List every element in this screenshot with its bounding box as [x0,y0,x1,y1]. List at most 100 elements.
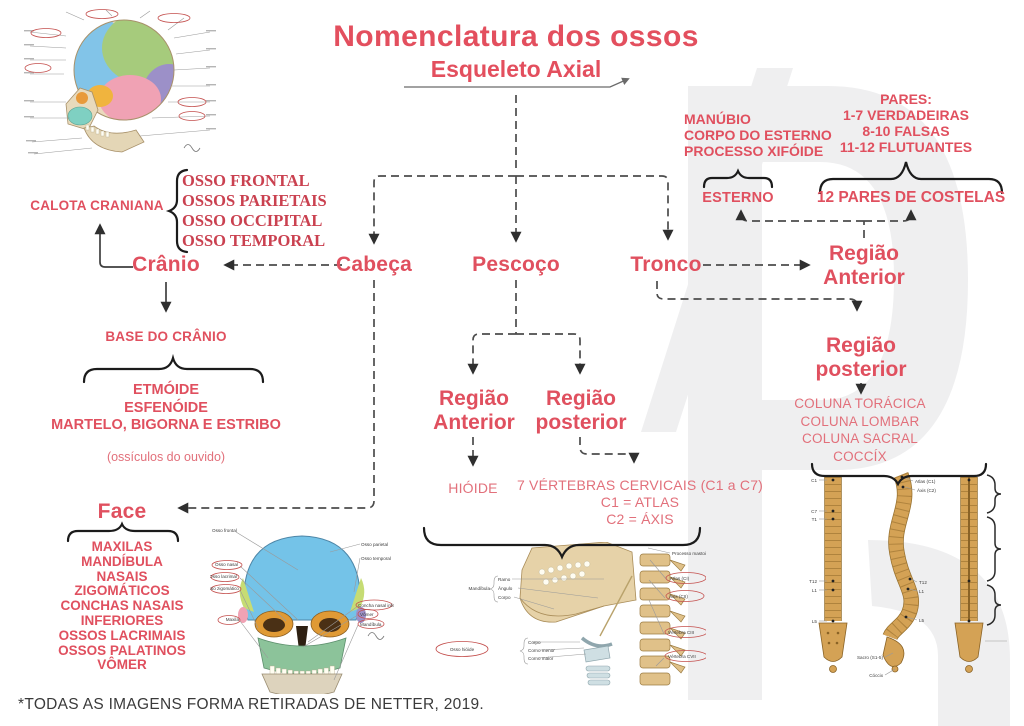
neck-label: Vértebra CVII [668,654,696,659]
calota-craniana-label: CALOTA CRANIANA [30,198,164,213]
arrow-cranio-to-calota [94,223,133,268]
list-item: CORPO DO ESTERNO [684,127,832,143]
costelas-label: 12 PARES DE COSTELAS [816,189,1006,206]
neck-label: Atlas (CI) [670,576,690,581]
spine-label: T1 [812,517,818,522]
list-item: COCCÍX [833,448,887,464]
neck-label: Corpo [498,595,511,600]
node-line: posterior [535,411,627,434]
neck-label: Corpo [528,640,541,645]
spine-label: Áxis (C2) [917,487,936,493]
neck-label: Ângulo [498,585,513,591]
list-item: MANDÍBULA [81,553,163,569]
node-face: Face [97,500,147,523]
subtitle-underline-arrow [404,77,630,88]
list-item: COLUNA TORÁCICA [794,396,926,411]
list-item: MANÚBIO [684,111,751,127]
list-item: OSSOS PARIETAIS [182,191,327,210]
spine-label: Atlas (C1) [915,479,936,484]
spine-label: L1 [919,589,925,594]
node-regiao-posterior-pescoco: Região posterior [535,387,626,435]
node-line: posterior [815,358,907,381]
spine-region-braces [986,474,1002,626]
coluna-list: COLUNA TORÁCICA COLUNA LOMBAR COLUNA SAC… [794,395,926,465]
spine-label: T12 [809,579,817,584]
node-line: Região [828,242,899,265]
arrow-to-regiao-posterior-pescoco [516,333,586,375]
list-item: ESFENÓIDE [124,399,208,416]
signature-mark [183,144,201,152]
frontal-skull-label: Osso lacrimal [210,574,237,579]
label-leader-lines [29,9,211,155]
spine-label: C7 [811,509,817,514]
frontal-skull-label: Concha nasal inferior [358,603,394,608]
arrow-to-regiao-anterior-pescoco [467,333,516,375]
node-tronco: Tronco [630,253,702,276]
list-item: 7 VÉRTEBRAS CERVICAIS (C1 a C7) [516,477,764,493]
list-title: PARES: [880,91,932,107]
node-regiao-anterior-tronco: Região Anterior [823,242,905,290]
list-item: C1 = ATLAS [600,494,680,510]
neck-label-mandibula: Mandíbula [469,586,491,591]
spine-label: T12 [919,580,927,585]
lateral-skull-figure [24,9,216,155]
frontal-skull-label: Maxila [226,617,240,622]
spine-label: L1 [812,588,818,593]
face-bones-list: MAXILAS MANDÍBULA NASAIS ZIGOMÁTICOS CON… [58,539,186,673]
arrow-to-tronco [516,175,674,241]
list-item: 11-12 FLUTUANTES [839,139,973,155]
frontal-skull-figure: Osso frontal Osso nasal Osso lacrimal Os… [210,528,394,694]
node-cranio: Crânio [132,253,200,276]
ossiculos-note: (ossículos do ouvido) [106,450,226,464]
node-cabeca: Cabeça [336,253,412,276]
esterno-parts-list: MANÚBIO CORPO DO ESTERNO PROCESSO XIFÓID… [684,111,832,159]
frontal-skull-label: Mandíbula [360,622,382,627]
base-do-cranio-label: BASE DO CRÂNIO [105,329,227,344]
brace-coluna-to-spine [810,462,988,487]
neck-label: Áxis (CII) [669,593,688,599]
arrow-to-cabeca [368,175,516,245]
list-item: VÔMER [97,657,147,673]
list-item: OSSO TEMPORAL [182,231,326,250]
node-line: Anterior [823,266,905,289]
list-item: OSSO FRONTAL [182,171,310,190]
arrow-to-costelas [864,209,917,222]
frontal-skull-label: Vômer [360,612,374,617]
list-item: NASAIS [96,568,148,584]
node-regiao-anterior-pescoco: Região Anterior [433,387,515,435]
hioide-label: HIÓIDE [448,480,498,496]
calota-bones-list: OSSO FRONTAL OSSOS PARIETAIS OSSO OCCIPI… [182,171,327,251]
arrow-to-esterno [735,209,864,222]
brace-costelas [818,161,1004,195]
neck-label: Vértebra CIII [668,630,694,635]
spine-label-sacro: Sacro (S1-5) [857,655,884,660]
list-item: PROCESSO XIFÓIDE [684,143,824,159]
neck-figure: Mandíbula Ramo Ângulo Corpo Osso hióide … [435,542,706,686]
frontal-skull-label: Osso zigomático [210,586,239,591]
page-subtitle: Esqueleto Axial [430,56,602,82]
node-line: Anterior [433,411,515,434]
footnote: *TODAS AS IMAGENS FORMA RETIRADAS DE NET… [18,696,485,713]
list-item: COLUNA SACRAL [802,431,918,446]
neck-label: Corno maior [528,656,554,661]
node-line: Região [545,387,617,410]
list-item: 1-7 VERDADEIRAS [842,107,970,123]
list-item: ZIGOMÁTICOS [74,583,170,599]
list-item: OSSOS LACRIMAIS [58,627,186,643]
list-item: C2 = ÁXIS [606,511,674,527]
vertebras-cervicais-block: 7 VÉRTEBRAS CERVICAIS (C1 a C7) C1 = ATL… [517,477,763,528]
neck-label: Corno menor [528,648,555,653]
brace-base-bones [82,353,265,384]
spine-label-coccix: Cóccix [869,673,883,678]
frontal-skull-label: Osso parietal [361,542,388,547]
neck-label: Processo mastoide [672,551,706,556]
signature-mark [367,632,385,640]
list-item: ETMÓIDE [132,382,200,398]
brace-vertebras-to-neck [422,526,702,560]
spine-figure: C1 C7 T1 T12 L1 L5 Atlas (C1) Áxis (C2) … [809,472,1007,678]
list-item: COLUNA LOMBAR [800,413,920,429]
list-item: MAXILAS [91,539,153,554]
list-item: 8-10 FALSAS [862,123,950,139]
